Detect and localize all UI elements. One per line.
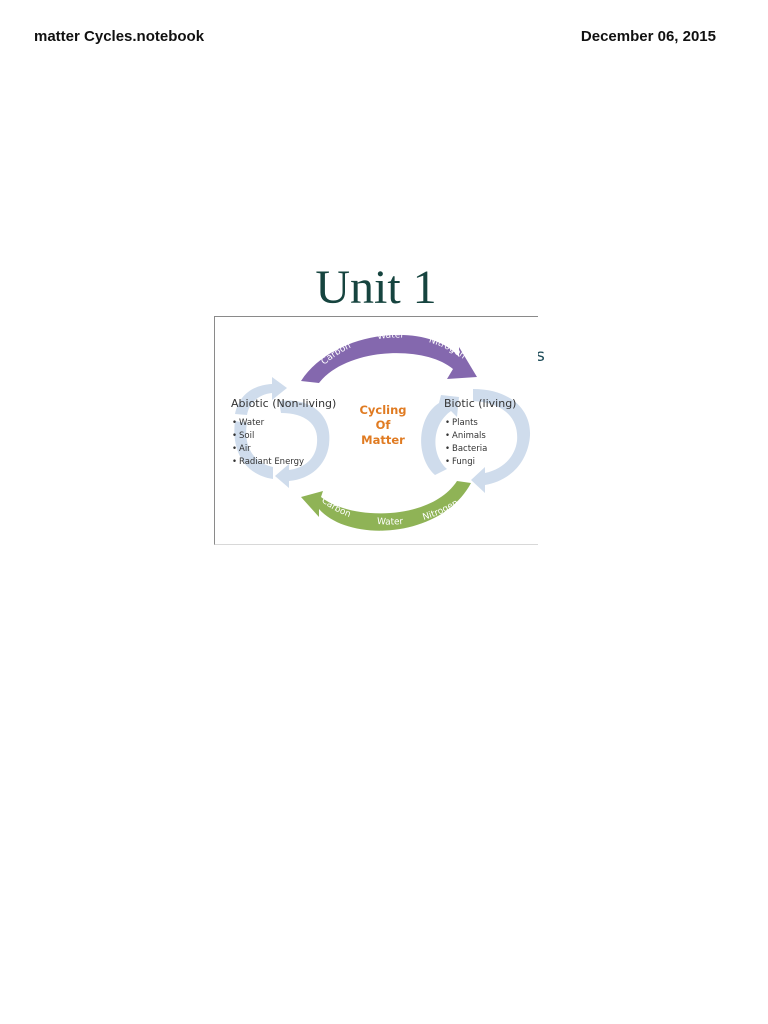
page-date: December 06, 2015 <box>580 28 716 45</box>
left-cycle-arrow-right <box>275 400 330 488</box>
abiotic-bullet: • <box>232 444 237 454</box>
svg-text:Water: Water <box>377 330 405 342</box>
abiotic-item-soil: Soil <box>239 431 254 441</box>
abiotic-item-water: Water <box>239 418 265 428</box>
center-label: Cycling Of Matter <box>359 403 406 447</box>
center-label-line-3: Matter <box>361 433 405 447</box>
biotic-bullet: • <box>445 444 450 454</box>
biotic-bullet: • <box>445 457 450 467</box>
bottom-arc-arrow <box>301 481 471 531</box>
abiotic-bullet: • <box>232 418 237 428</box>
biotic-block: Biotic (living) • Plants • Animals • Bac… <box>444 397 516 467</box>
bottom-arrow-label-water: Water <box>377 517 404 528</box>
biotic-heading: Biotic (living) <box>444 397 516 410</box>
abiotic-heading: Abiotic (Non-living) <box>231 397 336 410</box>
left-cycle-arrow-left <box>234 421 273 479</box>
abiotic-block: Abiotic (Non-living) • Water • Soil • Ai… <box>231 397 336 467</box>
hidden-text-fragment: s <box>536 346 545 366</box>
notebook-filename: matter Cycles.notebook <box>34 28 205 45</box>
biotic-cycle-arrows <box>421 389 531 493</box>
center-label-line-2: Of <box>376 418 392 432</box>
center-label-line-1: Cycling <box>359 403 406 417</box>
biotic-bullet: • <box>445 431 450 441</box>
biotic-item-animals: Animals <box>452 431 486 441</box>
abiotic-bullet: • <box>232 431 237 441</box>
abiotic-cycle-arrows <box>234 377 330 488</box>
abiotic-bullet: • <box>232 457 237 467</box>
biotic-item-fungi: Fungi <box>452 457 475 467</box>
diagram-canvas: Carbon Water Nitrogen Carbon Water Nitro… <box>231 330 531 531</box>
svg-text:Water: Water <box>377 517 404 528</box>
abiotic-item-radiant-energy: Radiant Energy <box>239 457 304 467</box>
biotic-bullet: • <box>445 418 450 428</box>
biotic-item-bacteria: Bacteria <box>452 444 487 454</box>
right-cycle-arrow-left <box>421 395 459 475</box>
top-arrow-label-water: Water <box>377 330 405 342</box>
right-cycle-arrow-right <box>471 389 531 493</box>
left-cycle-arrow-upper <box>235 377 287 415</box>
matter-cycle-diagram: Carbon Water Nitrogen Carbon Water Nitro… <box>214 316 538 545</box>
biotic-item-plants: Plants <box>452 418 478 428</box>
top-arc-arrow <box>301 334 477 383</box>
abiotic-item-air: Air <box>239 444 251 454</box>
slide-title: Unit 1 <box>315 261 437 314</box>
page-header: matter Cycles.notebook December 06, 2015 <box>34 28 716 48</box>
